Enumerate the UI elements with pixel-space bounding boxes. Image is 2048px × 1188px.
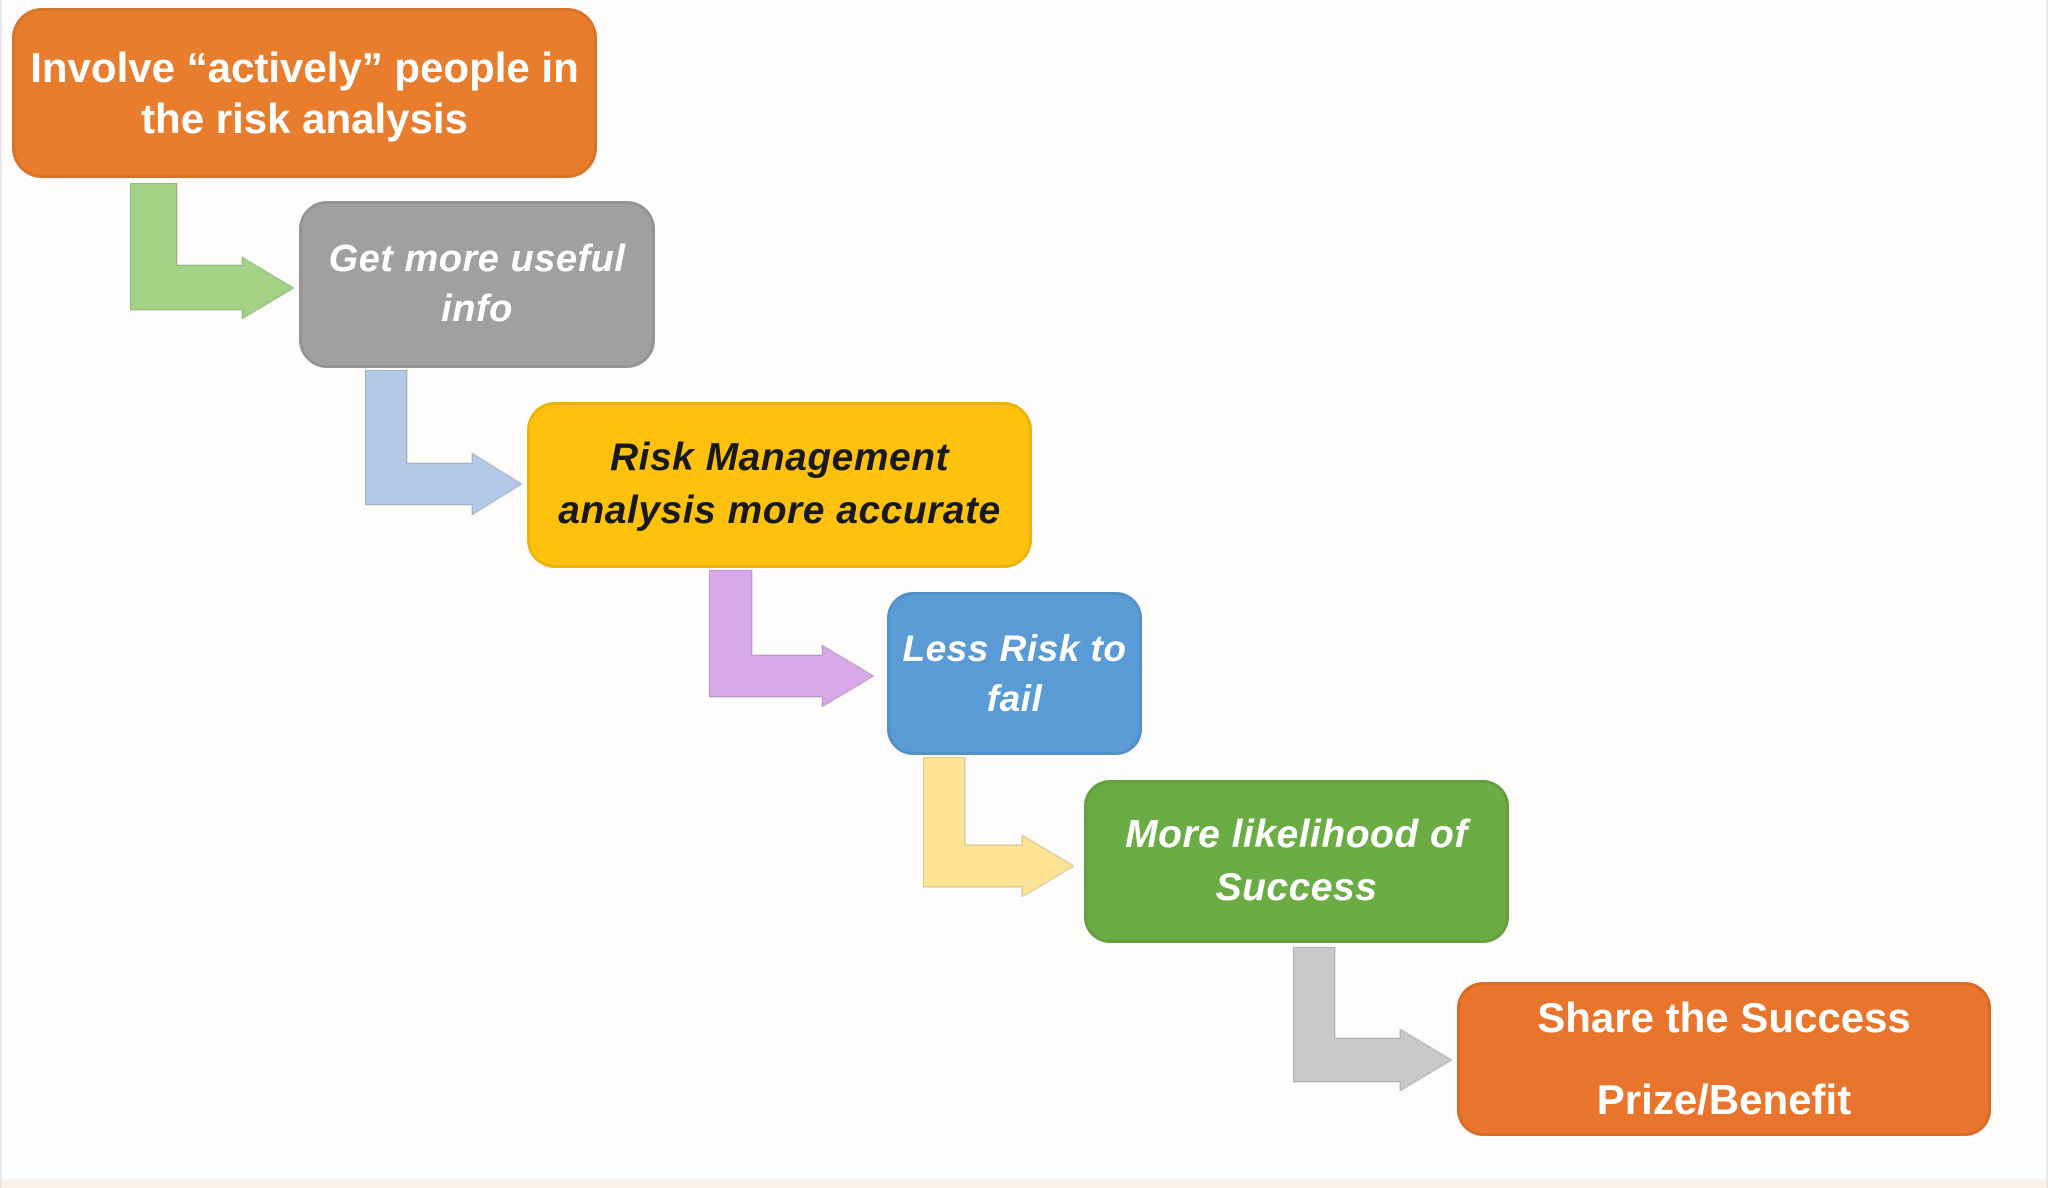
elbow-arrow-purple [709,570,874,707]
node-get-useful-info: Get more useful info [299,201,655,368]
node-label-line: the risk analysis [141,95,468,142]
node-risk-management-accurate: Risk Management analysis more accurate [527,402,1032,568]
node-label-line: More likelihood of [1125,812,1468,856]
node-label-line: Success [1215,865,1378,909]
elbow-arrow-shape [709,570,874,707]
node-involve-people: Involve “actively” people in the risk an… [12,8,597,178]
node-risk-management-label: Risk Management analysis more accurate [527,432,1032,537]
elbow-arrow-green [130,183,294,319]
node-share-success-label: Share the Success Prize/Benefit [1457,993,1991,1126]
elbow-arrow-shape [1293,947,1452,1091]
elbow-arrow-shape [923,757,1074,897]
node-label-line: Less Risk to [902,627,1127,669]
node-label-line: analysis more accurate [558,489,1001,532]
node-less-risk-to-fail: Less Risk to fail [887,592,1142,755]
node-label-line: Get more useful [328,238,626,281]
node-label-line: Involve “actively” people in [30,43,579,91]
node-label-line: Prize/Benefit [1596,1076,1852,1123]
elbow-arrow-blue [365,370,522,515]
node-share-success: Share the Success Prize/Benefit [1457,982,1991,1136]
node-label-line: Risk Management [609,436,950,480]
elbow-arrow-shape [130,183,294,319]
node-label-line: Share the Success [1537,993,1911,1041]
node-get-useful-info-label: Get more useful info [299,235,655,334]
node-involve-people-label: Involve “actively” people in the risk an… [12,42,597,144]
node-less-risk-label: Less Risk to fail [887,624,1142,724]
node-label-line: info [441,287,513,330]
node-more-likelihood-label: More likelihood of Success [1084,809,1509,914]
elbow-arrow-shape [365,370,522,515]
node-more-likelihood-success: More likelihood of Success [1084,780,1509,943]
page-bottom-strip [2,1179,2046,1188]
node-label-line: fail [986,677,1043,719]
elbow-arrow-gray [1293,947,1452,1091]
elbow-arrow-yellow [923,757,1074,897]
